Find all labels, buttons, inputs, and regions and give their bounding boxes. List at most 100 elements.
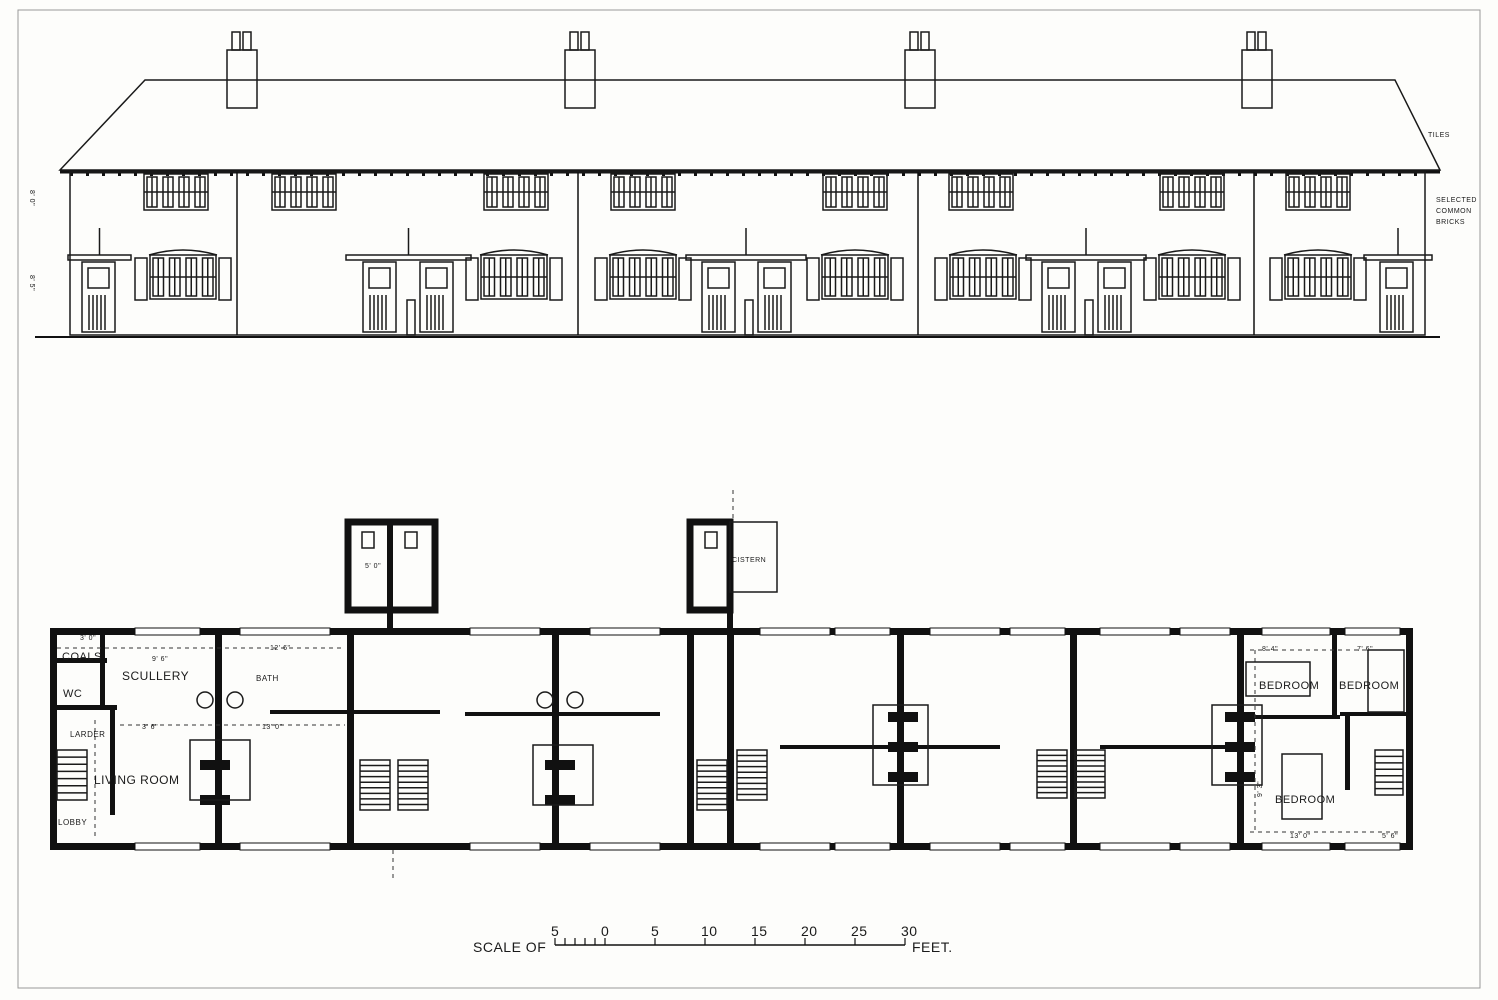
dimension-landing-width: 5' 6"	[1382, 833, 1398, 840]
dimension-living-width: 13' 0"	[262, 724, 282, 731]
dimension-rear-bedroom-width: 13' 0"	[1290, 833, 1310, 840]
staircase	[1074, 749, 1106, 799]
plan-window	[834, 627, 891, 636]
wall	[57, 705, 117, 710]
eaves-bracket	[1254, 172, 1257, 176]
plan-window	[1099, 842, 1171, 851]
eaves-bracket	[710, 172, 713, 176]
door-glazing	[368, 267, 391, 289]
eaves-bracket	[214, 172, 217, 176]
eaves-bracket	[774, 172, 777, 176]
door-glazing	[763, 267, 786, 289]
wall	[50, 628, 57, 850]
eaves-bracket	[406, 172, 409, 176]
front-door	[81, 261, 116, 333]
eaves-bracket	[1110, 172, 1113, 176]
eaves-bracket	[1398, 172, 1401, 176]
staircase	[1374, 749, 1404, 796]
window-arch	[820, 249, 890, 256]
wall	[215, 628, 222, 850]
bed-outline	[1245, 661, 1311, 697]
eaves-bracket	[438, 172, 441, 176]
staircase	[736, 749, 768, 801]
chimney-breast	[888, 772, 918, 782]
window-shutter	[465, 257, 479, 301]
bricks-note-line-1: SELECTED	[1436, 197, 1477, 204]
front-door	[757, 261, 792, 333]
eaves-bracket	[134, 172, 137, 176]
front-door	[1041, 261, 1076, 333]
chimney-breast	[200, 760, 230, 770]
front-door	[701, 261, 736, 333]
eaves-bracket	[790, 172, 793, 176]
plan-window	[1179, 842, 1231, 851]
copper	[196, 691, 214, 709]
wall	[57, 658, 107, 663]
staircase	[397, 759, 429, 811]
bricks-note-line-2: COMMON	[1436, 208, 1472, 215]
door-glazing	[425, 267, 448, 289]
scale-tick-label: 20	[801, 923, 818, 939]
dimension-small-bedroom-width: 7' 6"	[1357, 646, 1373, 653]
wall	[110, 710, 115, 815]
eaves-bracket	[1062, 172, 1065, 176]
window-shutter	[934, 257, 948, 301]
front-door	[362, 261, 397, 333]
chimney-stack	[226, 49, 258, 109]
chimney-pot	[1246, 31, 1256, 51]
window-shutter	[1143, 257, 1157, 301]
eaves-bracket	[934, 172, 937, 176]
wall	[1100, 745, 1240, 749]
wall	[270, 710, 440, 714]
eaves-bracket	[1350, 172, 1353, 176]
roof	[58, 79, 1442, 171]
plan-window	[1099, 627, 1171, 636]
wall	[465, 712, 660, 716]
wc-pan	[361, 531, 375, 549]
eaves-bracket	[1270, 172, 1273, 176]
chimney-pot	[242, 31, 252, 51]
room-label-lobby: LOBBY	[58, 818, 87, 827]
eaves-bracket	[582, 172, 585, 176]
plan-window	[1344, 627, 1401, 636]
eaves-bracket	[902, 172, 905, 176]
eaves-bracket	[390, 172, 393, 176]
room-label-bath: BATH	[256, 674, 279, 683]
plan-window	[134, 627, 201, 636]
eaves-bracket	[918, 172, 921, 176]
window-shutter	[1353, 257, 1367, 301]
plan-window	[134, 842, 201, 851]
chimney-breast	[888, 742, 918, 752]
plan-window	[589, 627, 661, 636]
window-shutter	[806, 257, 820, 301]
door-glazing	[1385, 267, 1408, 289]
window-arch	[148, 249, 218, 256]
window-shutter	[594, 257, 608, 301]
window-arch	[948, 249, 1018, 256]
outhouse-wc	[686, 518, 734, 614]
copper	[226, 691, 244, 709]
plan-window	[759, 627, 831, 636]
eaves-bracket	[1078, 172, 1081, 176]
room-label-bedroom-rear: BEDROOM	[1275, 794, 1335, 806]
chimney-breast	[888, 712, 918, 722]
staircase	[56, 749, 88, 801]
wall	[780, 745, 900, 749]
downpipe-head	[744, 299, 754, 336]
hearth	[872, 704, 929, 786]
plan-window	[1009, 842, 1066, 851]
eaves-bracket	[1366, 172, 1369, 176]
wall	[1332, 635, 1337, 715]
chimney-pot	[231, 31, 241, 51]
window-arch	[1283, 249, 1353, 256]
eaves-bracket	[342, 172, 345, 176]
eaves-bracket	[374, 172, 377, 176]
window-shutter	[218, 257, 232, 301]
chimney-breast	[545, 760, 575, 770]
plan-window	[759, 842, 831, 851]
eaves-bracket	[806, 172, 809, 176]
window-shutter	[1269, 257, 1283, 301]
bed-outline	[1367, 649, 1405, 713]
window-arch	[608, 249, 678, 256]
chimney-stack	[904, 49, 936, 109]
